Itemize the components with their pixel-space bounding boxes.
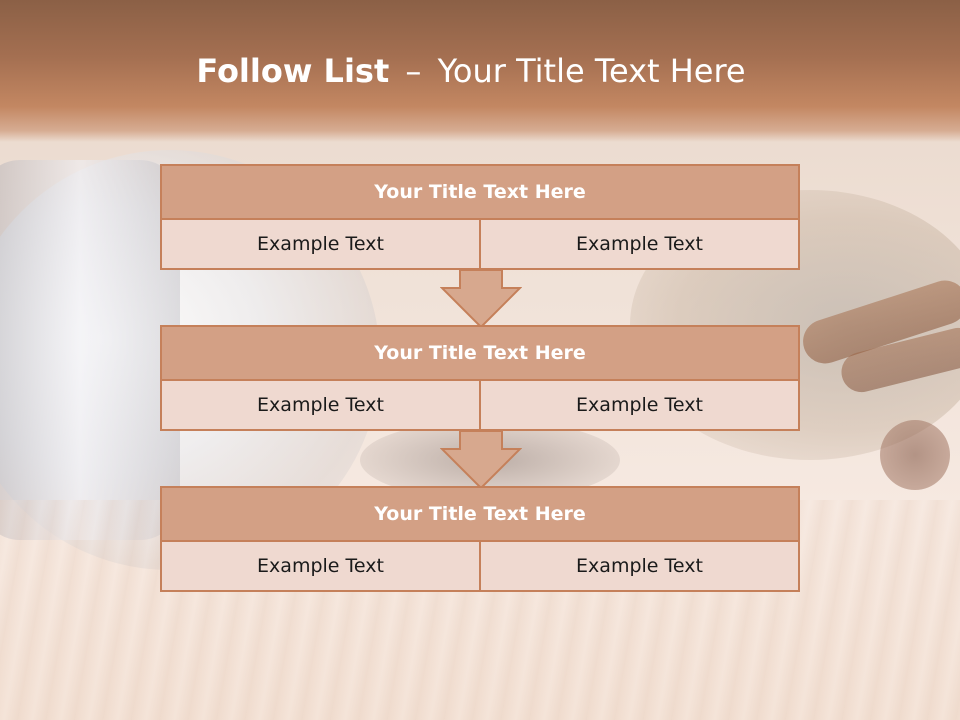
step-row: Example Text Example Text	[160, 381, 800, 431]
clove	[880, 420, 950, 490]
step-row: Example Text Example Text	[160, 542, 800, 592]
step-box-1: Your Title Text Here Example Text Exampl…	[160, 164, 800, 270]
step-cell-right: Example Text	[481, 542, 800, 592]
step-row: Example Text Example Text	[160, 220, 800, 270]
salt-jar-glass	[0, 160, 180, 540]
step-title: Your Title Text Here	[160, 486, 800, 542]
title-bold: Follow List	[196, 52, 390, 90]
title-rest: Your Title Text Here	[437, 52, 746, 90]
down-arrow-icon	[440, 270, 522, 328]
step-box-3: Your Title Text Here Example Text Exampl…	[160, 486, 800, 592]
step-cell-left: Example Text	[160, 381, 481, 431]
slide-title: Follow List – Your Title Text Here	[0, 52, 942, 90]
step-box-2: Your Title Text Here Example Text Exampl…	[160, 325, 800, 431]
step-title: Your Title Text Here	[160, 164, 800, 220]
down-arrow-icon	[440, 431, 522, 489]
step-cell-right: Example Text	[481, 220, 800, 270]
title-bar	[0, 0, 960, 142]
step-cell-right: Example Text	[481, 381, 800, 431]
step-cell-left: Example Text	[160, 542, 481, 592]
step-cell-left: Example Text	[160, 220, 481, 270]
title-separator: –	[405, 52, 422, 90]
step-title: Your Title Text Here	[160, 325, 800, 381]
